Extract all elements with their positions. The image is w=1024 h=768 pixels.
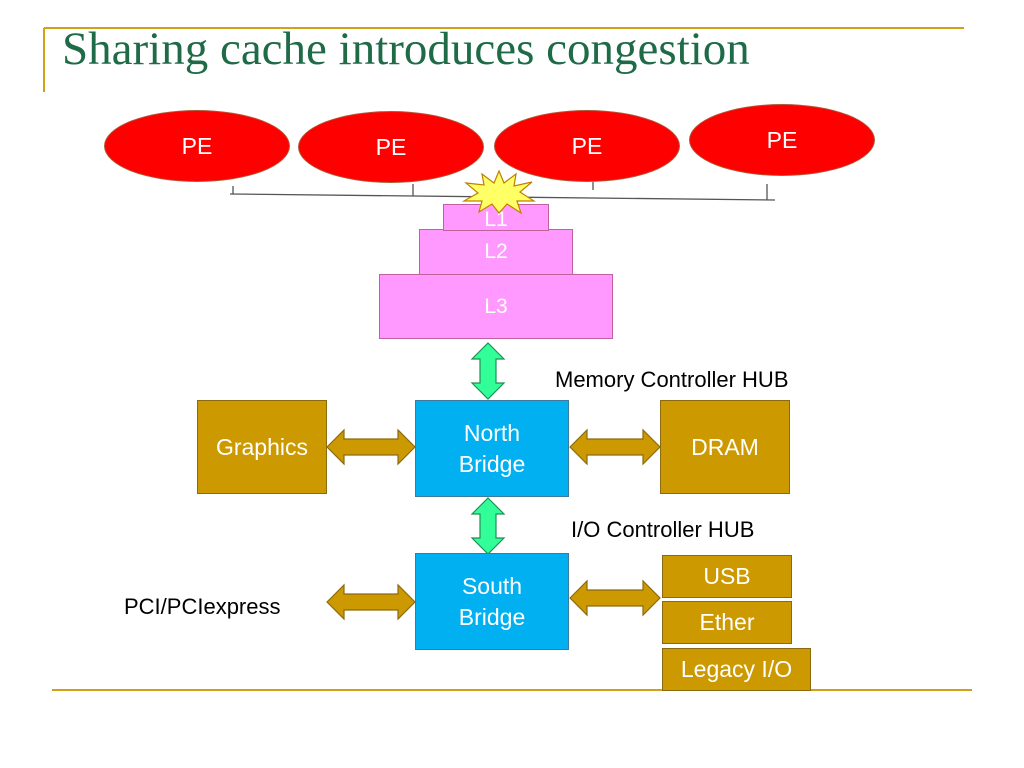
l2-label: L2 [484,240,508,263]
dram-block: DRAM [660,400,790,494]
north-bridge-line2: Bridge [458,450,526,477]
pe-node-3: PE [494,110,680,182]
congestion-burst-icon [462,170,536,214]
ether-block: Ether [662,601,792,644]
l2-cache: L2 [419,229,573,275]
l3-cache: L3 [379,274,613,339]
io-bus-arrow [470,497,506,555]
graphics-link-arrow [326,428,416,466]
pe-node-1: PE [104,110,290,182]
usb-block: USB [662,555,792,598]
page-title: Sharing cache introduces congestion [62,23,750,75]
south-bridge-line1: South [461,572,523,599]
pe-node-4: PE [689,104,875,176]
pe-node-2: PE [298,111,484,183]
pci-link-arrow [326,583,416,621]
pci-label: PCI/PCIexpress [124,594,281,619]
peripheral-link-arrow [569,579,661,617]
memory-controller-hub-label: Memory Controller HUB [555,367,789,392]
l1-label: L1 [484,208,508,231]
south-bridge-line2: Bridge [458,603,526,630]
io-controller-hub-label: I/O Controller HUB [571,517,755,542]
l3-label: L3 [484,294,508,318]
l1-cache: L1 [443,204,549,231]
legacy-io-block: Legacy I/O [662,648,811,691]
dram-link-arrow [569,428,661,466]
graphics-block: Graphics [197,400,327,494]
north-bridge-line1: North [463,419,521,446]
memory-bus-arrow [470,342,506,400]
